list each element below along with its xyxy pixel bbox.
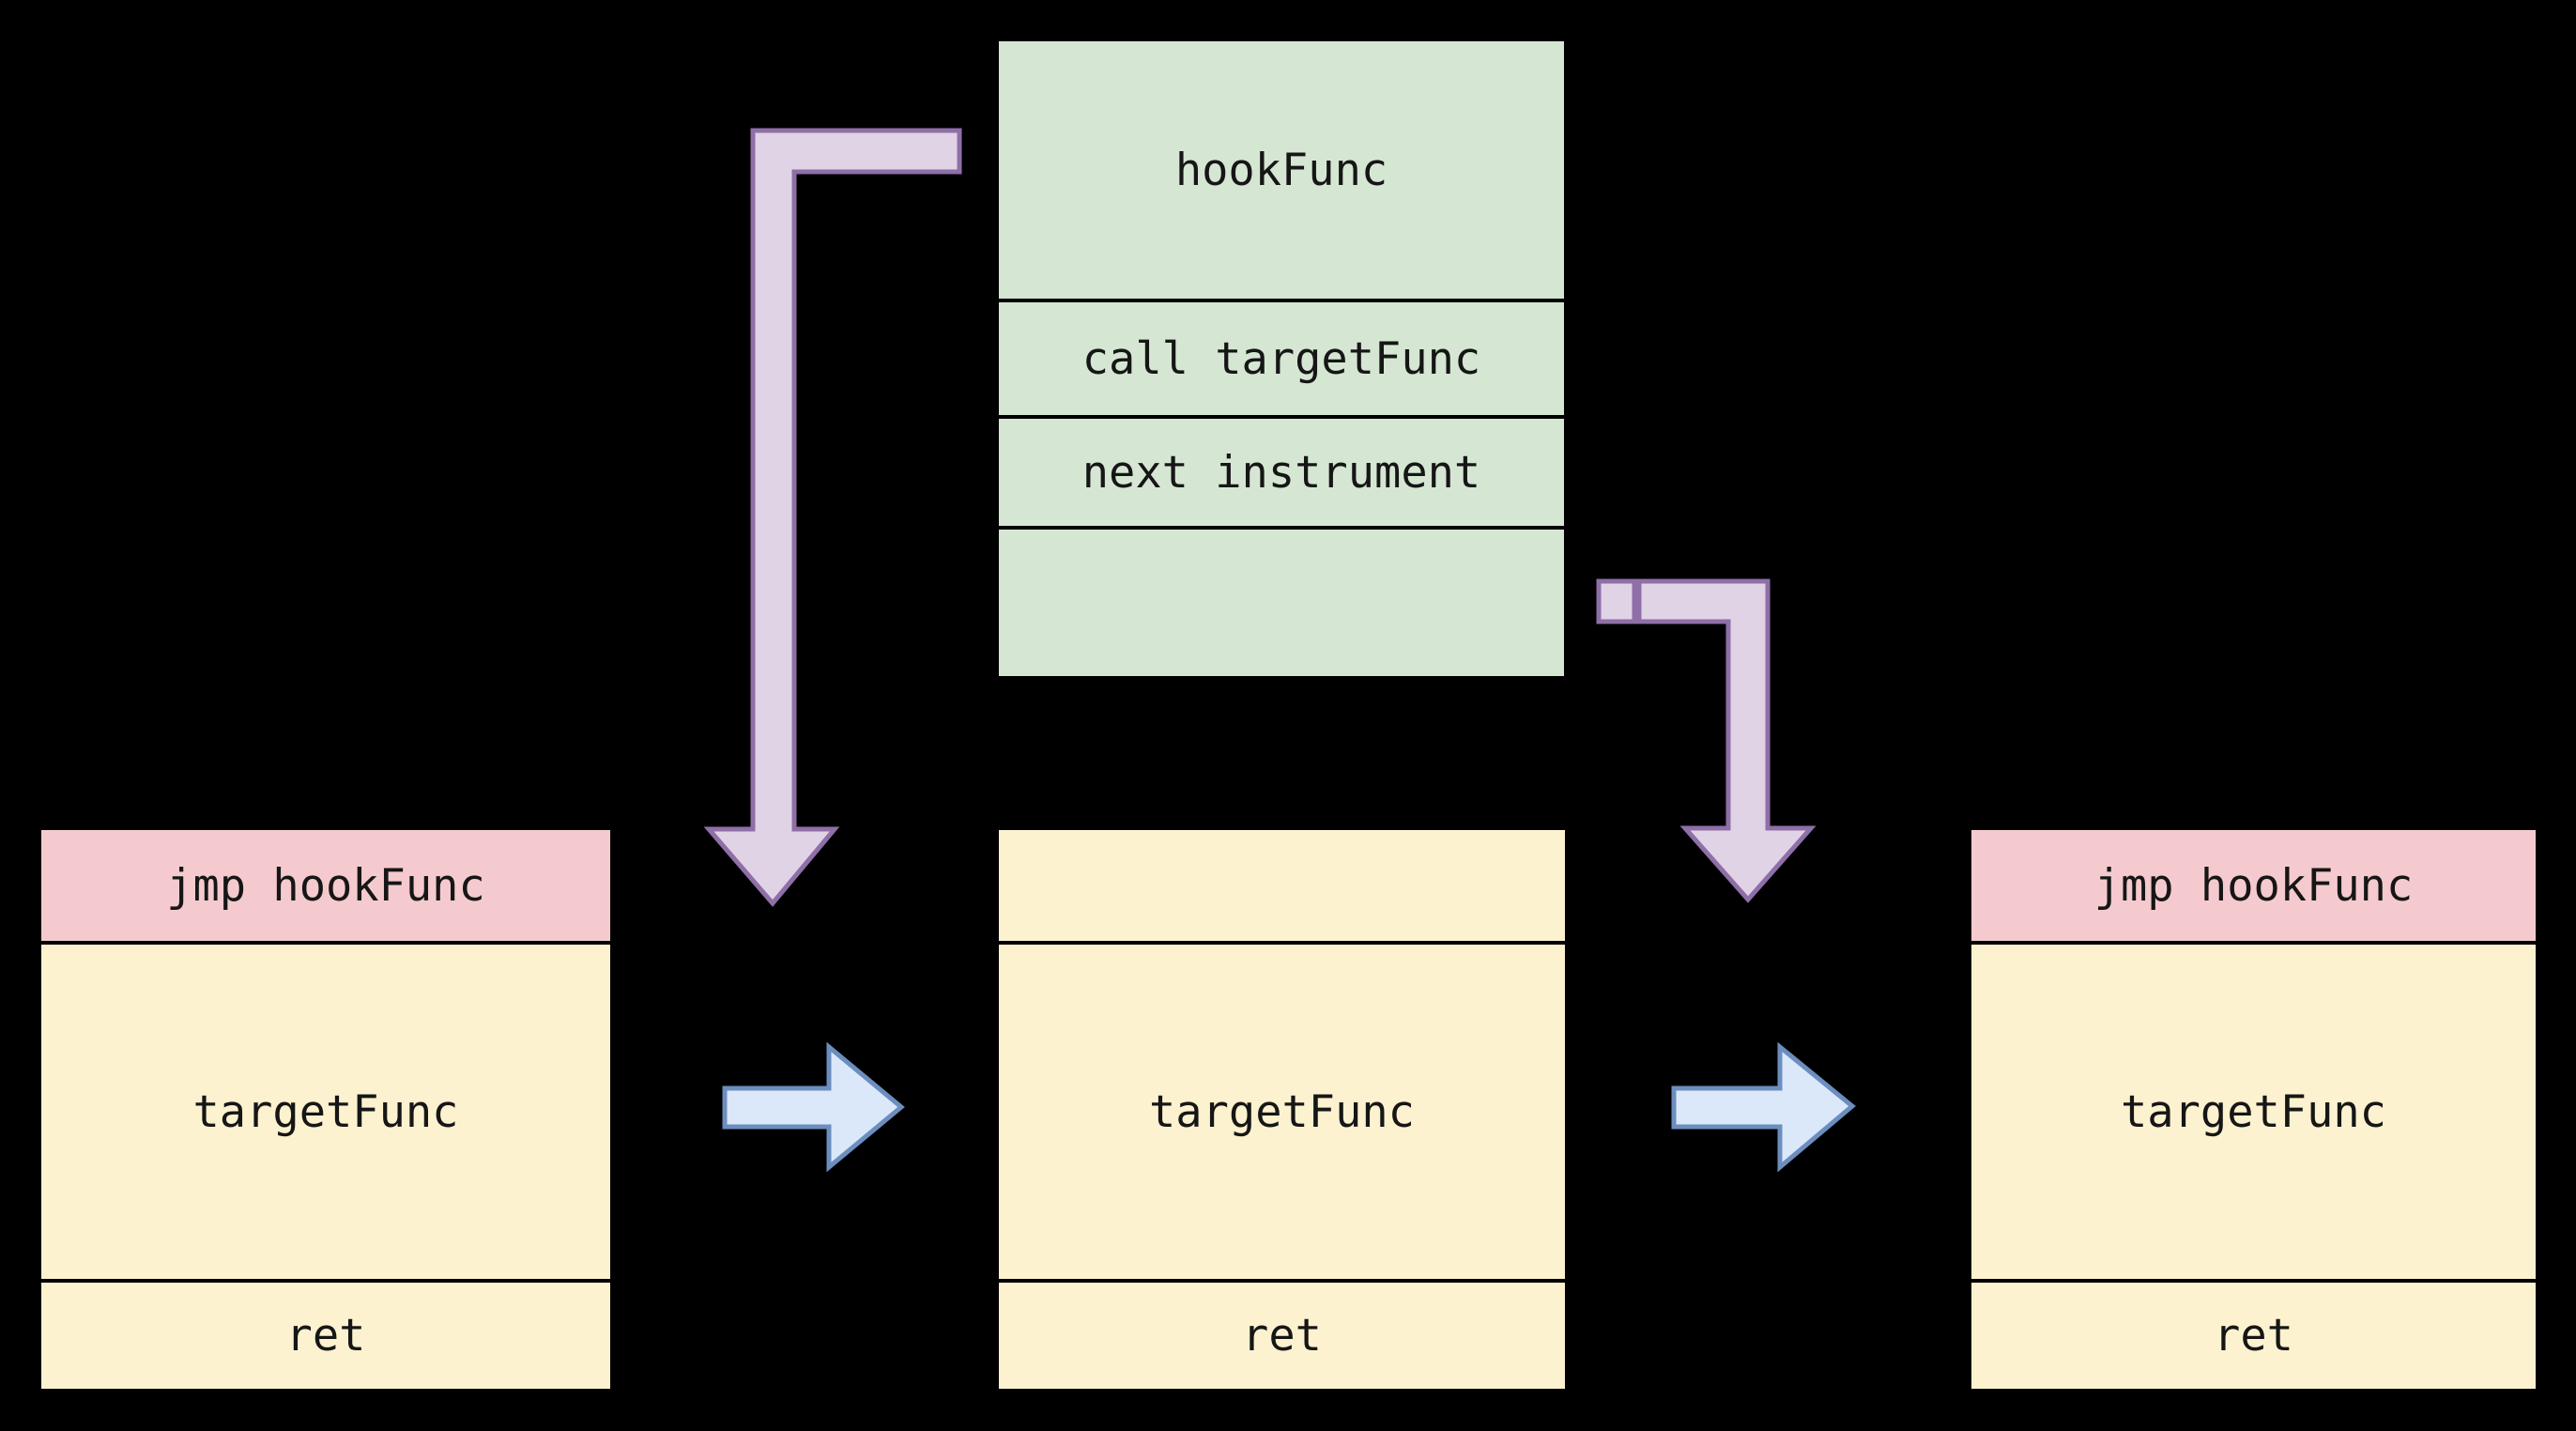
stage-left-footer-ret: ret bbox=[41, 1279, 610, 1389]
hookfunc-instruction-next-instrument: next instrument bbox=[999, 415, 1564, 526]
flow-arrow-right-2-icon bbox=[1671, 1041, 1856, 1173]
elbow-arrow-down-right-icon bbox=[1636, 578, 1817, 903]
targetfunc-box-middle: targetFunc ret bbox=[999, 830, 1565, 1389]
stage-right-header-jmp-hookfunc: jmp hookFunc bbox=[1971, 830, 2536, 941]
stage-left-header-jmp-hookfunc: jmp hookFunc bbox=[41, 830, 610, 941]
hookfunc-title: hookFunc bbox=[1174, 144, 1388, 196]
stage-middle-header-empty bbox=[999, 830, 1565, 941]
hookfunc-empty-row bbox=[999, 526, 1564, 676]
hookfunc-instruction-call-targetfunc: call targetFunc bbox=[999, 299, 1564, 415]
targetfunc-box-left: jmp hookFunc targetFunc ret bbox=[41, 830, 610, 1389]
elbow-arrow-down-left-icon bbox=[703, 128, 962, 907]
hookfunc-box: hookFunc call targetFunc next instrument bbox=[999, 41, 1564, 676]
stage-middle-body-targetfunc: targetFunc bbox=[999, 941, 1565, 1279]
flow-arrow-right-1-icon bbox=[722, 1041, 905, 1173]
stage-right-footer-ret: ret bbox=[1971, 1279, 2536, 1389]
stage-right-body-targetfunc: targetFunc bbox=[1971, 941, 2536, 1279]
connector-stub-icon bbox=[1596, 578, 1637, 624]
stage-left-body-targetfunc: targetFunc bbox=[41, 941, 610, 1279]
stage-middle-footer-ret: ret bbox=[999, 1279, 1565, 1389]
targetfunc-box-right: jmp hookFunc targetFunc ret bbox=[1971, 830, 2536, 1389]
